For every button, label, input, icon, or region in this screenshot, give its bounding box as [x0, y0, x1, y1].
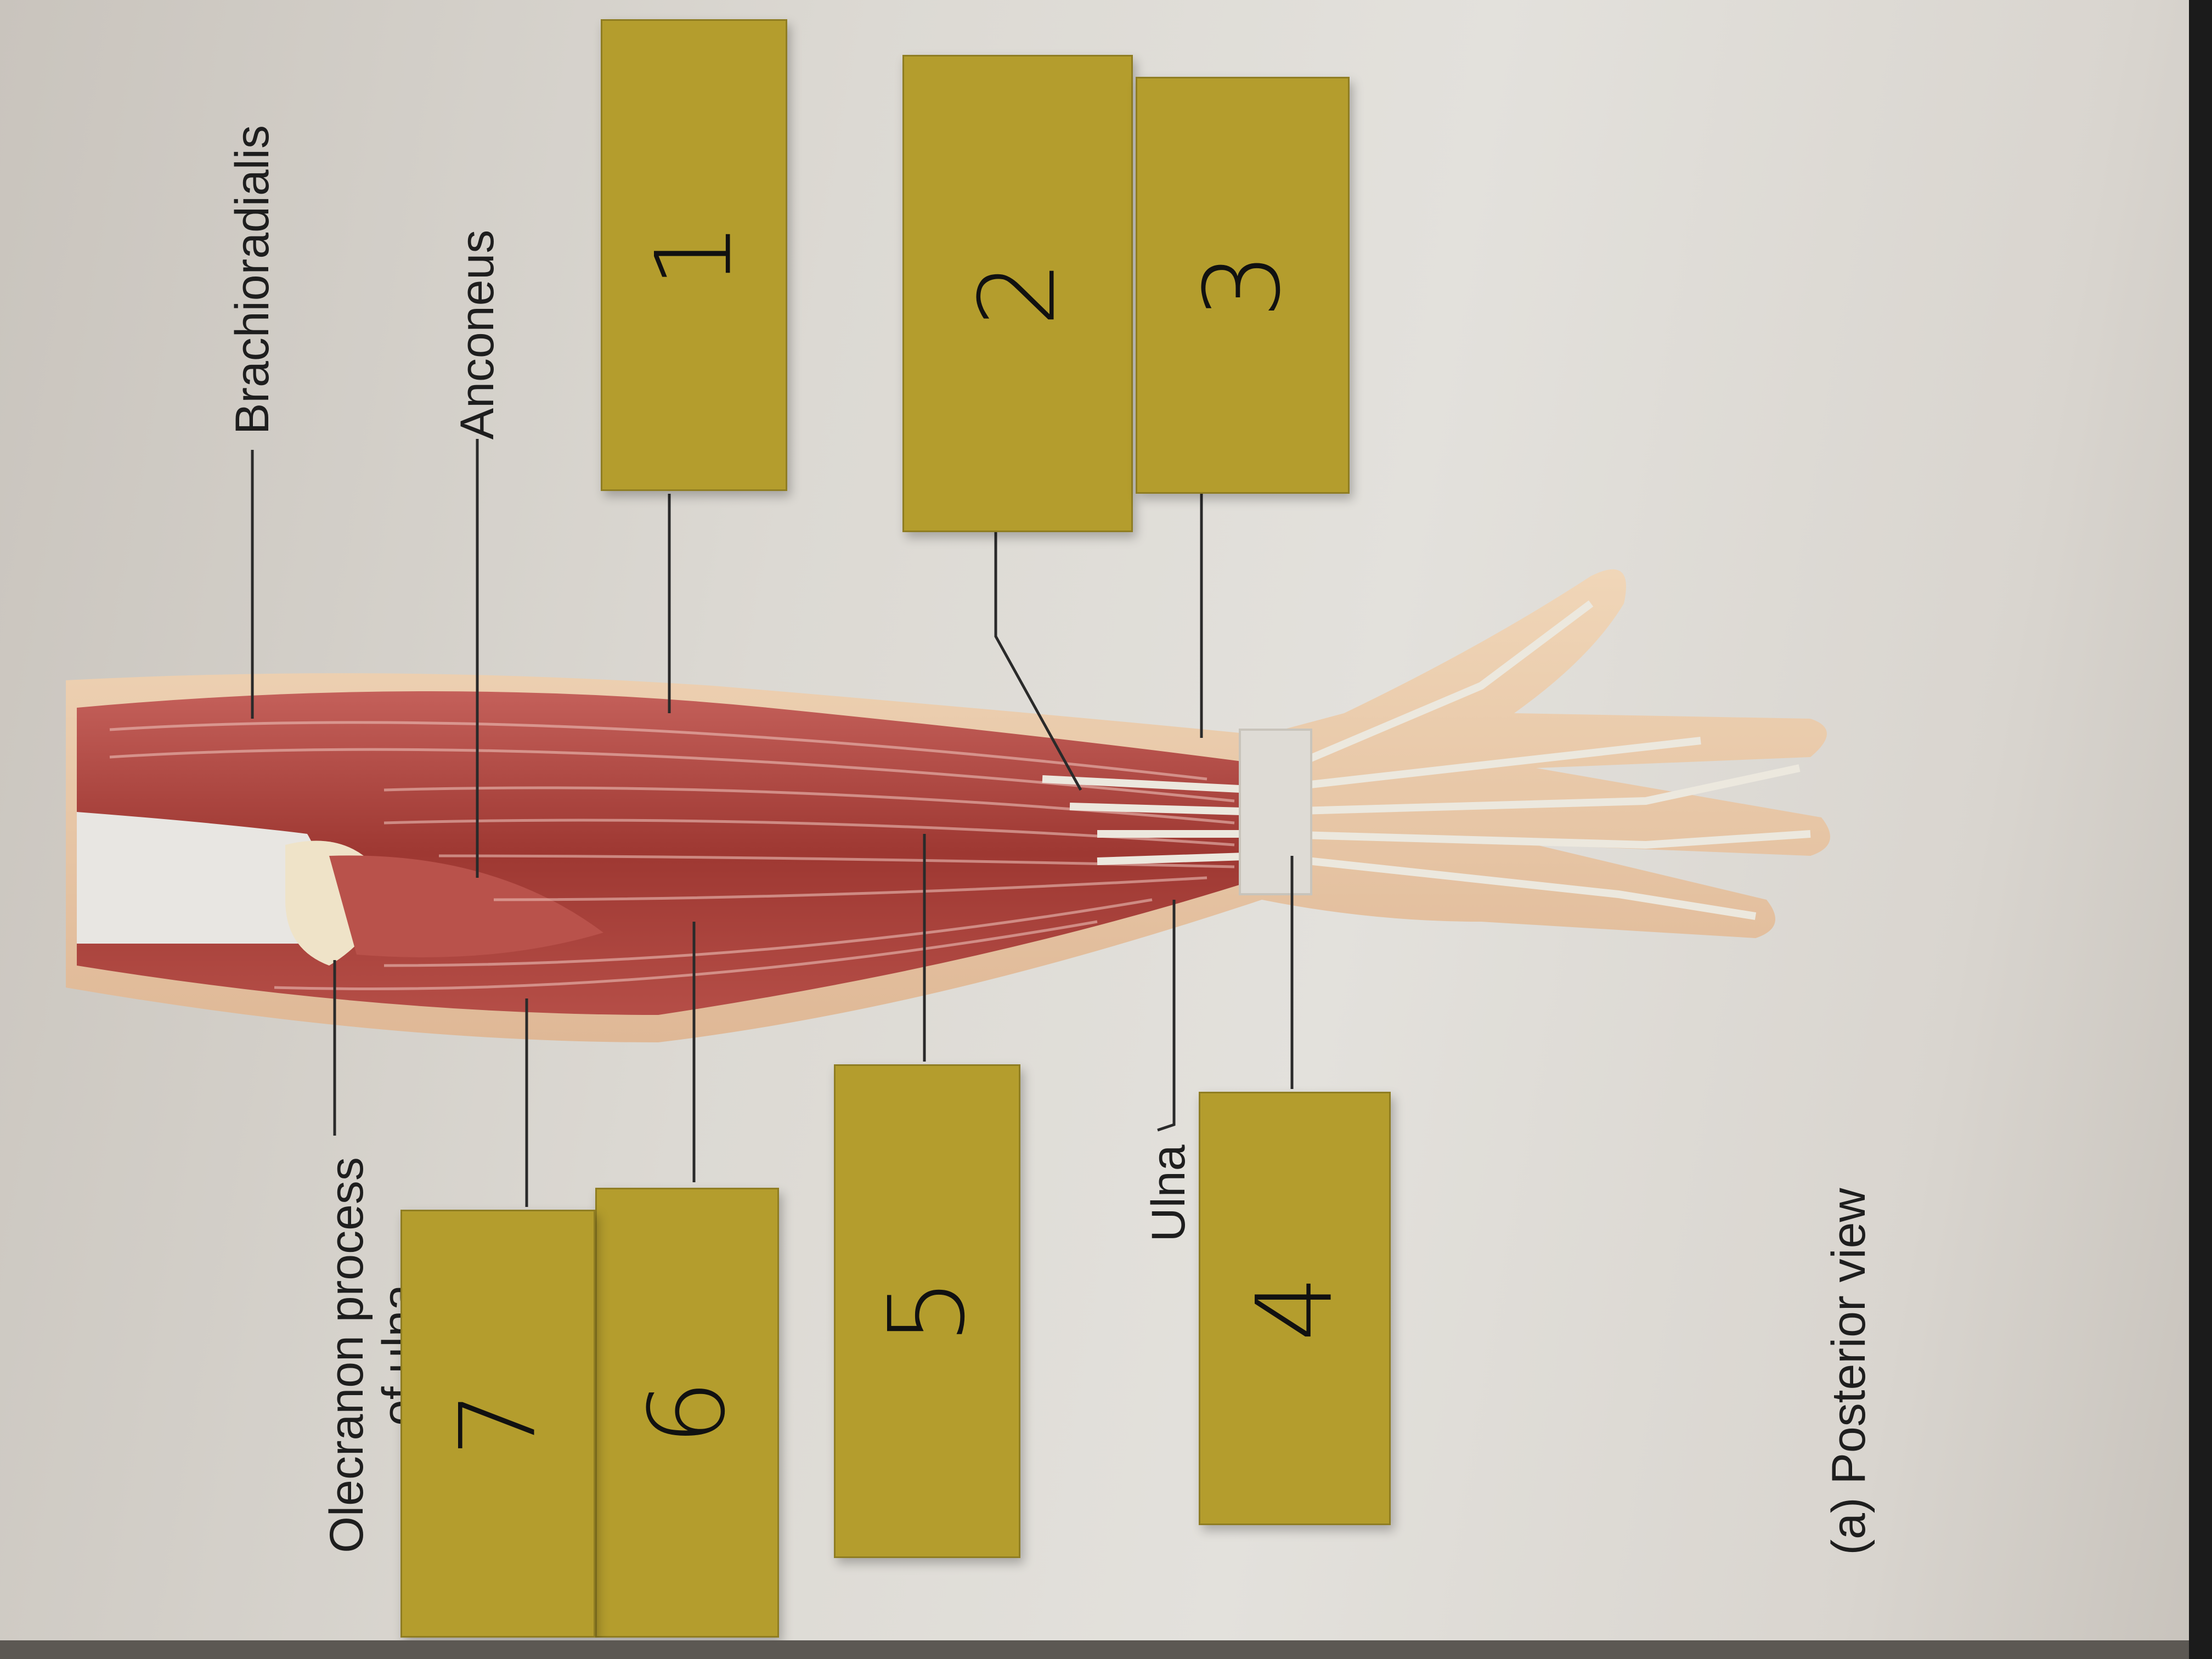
- monitor-bezel-bottom: [0, 1640, 2212, 1659]
- box-number-5: 5: [866, 1278, 988, 1345]
- monitor-bezel-right: [2189, 0, 2212, 1659]
- box-number-7: 7: [437, 1390, 558, 1457]
- label-box-1: 1: [601, 19, 787, 491]
- anconeus-muscle: [329, 855, 603, 957]
- label-box-3: 3: [1136, 77, 1350, 494]
- extensor-retinaculum: [1239, 729, 1312, 895]
- label-box-7: 7: [400, 1210, 595, 1638]
- box-number-6: 6: [627, 1379, 748, 1446]
- label-box-6: 6: [595, 1188, 779, 1638]
- label-brachioradialis: Brachioradialis: [226, 125, 279, 435]
- box-number-2: 2: [957, 260, 1079, 327]
- box-number-4: 4: [1234, 1275, 1356, 1342]
- label-box-5: 5: [834, 1064, 1020, 1558]
- label-anconeus: Anconeus: [451, 229, 504, 440]
- box-number-3: 3: [1182, 252, 1304, 319]
- box-number-1: 1: [633, 222, 755, 289]
- elbow-tendon: [77, 812, 324, 944]
- label-olecranon-line1: Olecranon process: [320, 1157, 373, 1553]
- leader-2: [994, 529, 1082, 791]
- label-box-2: 2: [902, 55, 1133, 532]
- figure-caption: (a) Posterior view: [1822, 1188, 1875, 1555]
- extensor-tendons: [1042, 600, 1811, 920]
- label-ulna: Ulna: [1142, 1144, 1195, 1242]
- label-box-4: 4: [1199, 1092, 1391, 1525]
- leader-ulna: [1157, 900, 1176, 1132]
- leader-lines: [251, 439, 1294, 1207]
